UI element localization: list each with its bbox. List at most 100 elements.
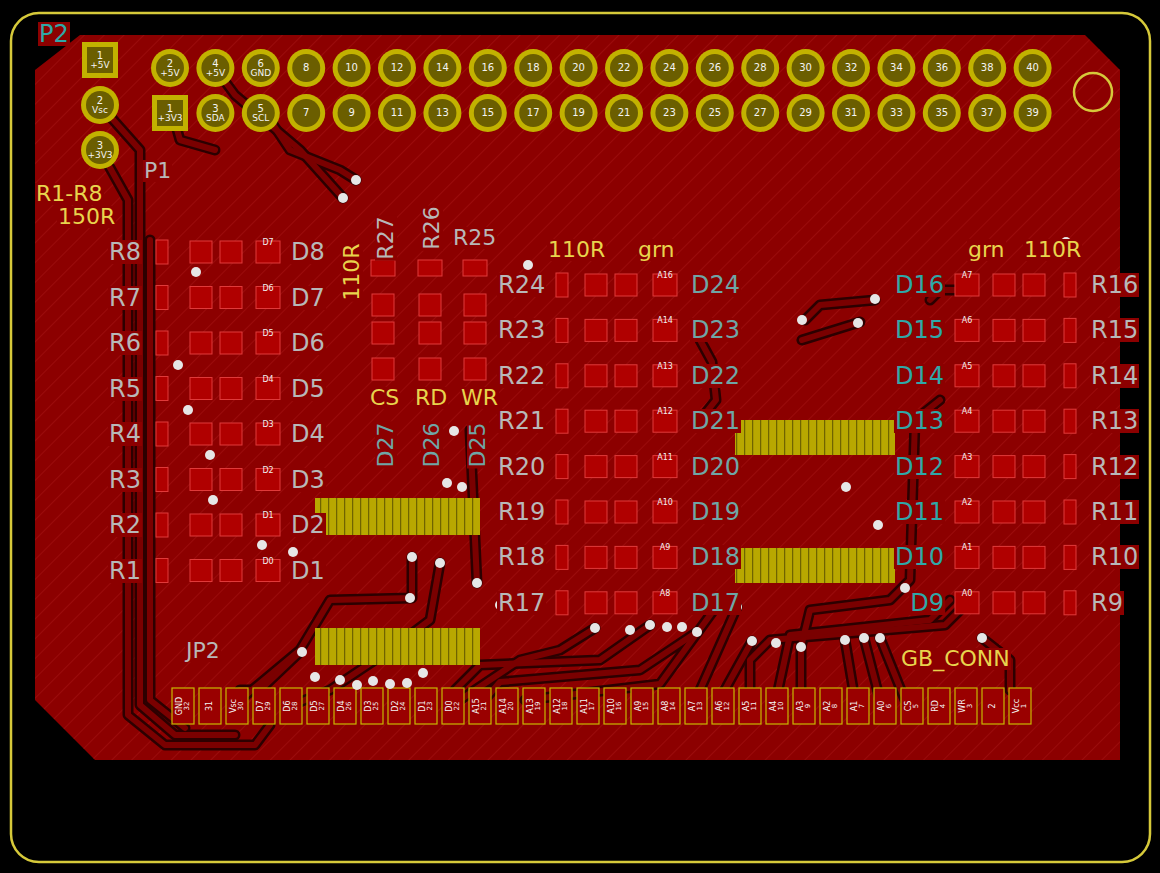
pin-name: A3 [797, 701, 805, 712]
led-pad [419, 358, 441, 380]
pin-name: 20 [572, 63, 585, 73]
pin-name: 24 [400, 702, 407, 711]
pin-name: RD [932, 700, 940, 712]
pad-label: D3 [262, 421, 273, 429]
pin-name: 29 [799, 108, 812, 118]
pin-pad [81, 131, 119, 169]
ref-designator: D27 [375, 422, 397, 469]
pin-label: A915 [632, 689, 652, 723]
pin-name: A8 [662, 701, 670, 712]
ref-designator: D21 [690, 409, 741, 433]
led-pad [419, 322, 441, 344]
pin-pad [519, 99, 547, 127]
pin-label: 3SDA [198, 99, 232, 127]
resistor-pad [190, 287, 212, 309]
pad-label: A12 [657, 408, 673, 416]
pin-name: +5V [206, 69, 225, 78]
edge-connector-pad [1009, 688, 1031, 724]
pin-name: 31 [845, 108, 858, 118]
resistor-pad [1064, 545, 1076, 569]
pad-label: D2 [262, 467, 273, 475]
pin-pad [701, 54, 729, 82]
pin-pad [292, 54, 320, 82]
edge-connector-pad [199, 688, 221, 724]
pin-name: 30 [238, 702, 245, 711]
led-pad [615, 274, 637, 296]
ref-designator: R3 [108, 468, 142, 492]
pin-pad [696, 94, 734, 132]
resistor-pad [556, 273, 568, 297]
pin-label: 25 [698, 99, 732, 127]
resistor-pad [190, 514, 212, 536]
pin-pad [973, 99, 1001, 127]
pin-name: 18 [527, 63, 540, 73]
pin-name: A2 [824, 701, 832, 712]
pin-name: 29 [265, 702, 272, 711]
pin-label: 19 [562, 99, 596, 127]
pin-label: GND32 [173, 689, 193, 723]
pin-name: 21 [481, 702, 488, 711]
ref-designator: R10 [1090, 545, 1139, 569]
ref-designator: P2 [38, 22, 70, 46]
pin-pad [605, 94, 643, 132]
pin-name: 25 [708, 108, 721, 118]
ref-designator: D24 [690, 273, 741, 297]
pin-pad [287, 94, 325, 132]
pin-label: 22 [607, 54, 641, 82]
ref-designator: D15 [894, 318, 945, 342]
ref-designator: R16 [1090, 273, 1139, 297]
pin-label: 30 [789, 54, 823, 82]
pin-pad [610, 99, 638, 127]
pad-label: A10 [657, 499, 673, 507]
pin-pad [837, 99, 865, 127]
pad-label: A8 [660, 590, 671, 598]
pin-name: A11 [581, 698, 589, 714]
pin-name: 14 [436, 63, 449, 73]
pin-pad [338, 54, 366, 82]
pin-name: 13 [697, 702, 704, 711]
pin-name: SCL [252, 114, 269, 123]
pin-pad [196, 94, 234, 132]
resistor-pad [1064, 455, 1076, 479]
edge-connector-pad [550, 688, 572, 724]
resistor-pad [372, 294, 394, 316]
led-pad [372, 322, 394, 344]
resistor-pad [993, 501, 1015, 523]
ref-designator: D18 [690, 545, 741, 569]
ref-designator: JP2 [185, 640, 221, 662]
resistor-pad [585, 410, 607, 432]
pin-pad [701, 99, 729, 127]
resistor-pad [556, 364, 568, 388]
pin-name: 23 [663, 108, 676, 118]
pad-label: A13 [657, 363, 673, 371]
pin-name: 5 [913, 704, 920, 708]
ref-designator: D26 [421, 422, 443, 469]
resistor-pad [1023, 274, 1045, 296]
resistor-pad [156, 559, 168, 583]
pin-pad [655, 99, 683, 127]
edge-connector-pad [604, 688, 626, 724]
pin-label: 35 [925, 99, 959, 127]
ref-designator: R5 [108, 377, 142, 401]
pin-name: 20 [508, 702, 515, 711]
pin-name: D6 [284, 700, 292, 711]
led-pad [220, 287, 242, 309]
pad-label: D4 [262, 376, 273, 384]
resistor-pad [1064, 591, 1076, 615]
pin-pad [746, 54, 774, 82]
ref-designator: R1 [108, 559, 142, 583]
pin-label: A1218 [551, 689, 571, 723]
pin-pad [565, 54, 593, 82]
resistor-pad [190, 241, 212, 263]
resistor-pad [556, 545, 568, 569]
resistor-pad [1023, 410, 1045, 432]
edge-connector-pad [631, 688, 653, 724]
ref-designator: D4 [290, 422, 326, 446]
ref-designator: R25 [452, 227, 497, 249]
ref-designator: R13 [1090, 409, 1139, 433]
pin-name: GND [176, 697, 184, 715]
pin-pad [201, 54, 229, 82]
led-pad [220, 241, 242, 263]
led-pad [220, 332, 242, 354]
ref-designator: R27 [375, 215, 397, 260]
